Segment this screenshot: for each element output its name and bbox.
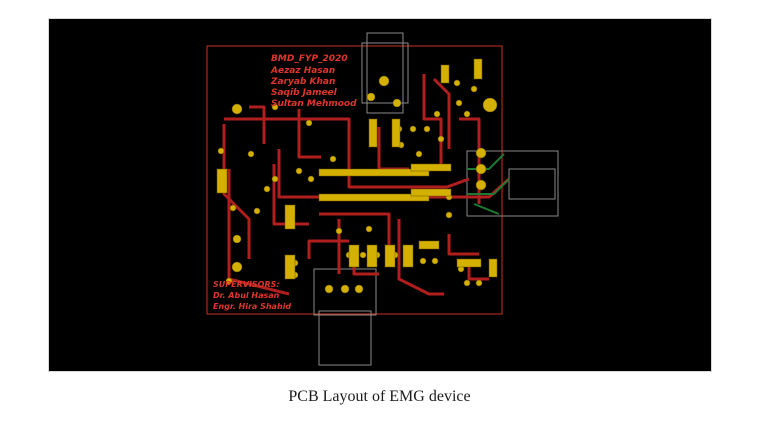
author-4: Sultan Mehmood xyxy=(271,99,357,109)
right-connector xyxy=(466,150,559,217)
figure-frame: BMD_FYP_2020 Aezaz Hasan Zaryab Khan Saq… xyxy=(48,18,712,372)
top-connector xyxy=(361,32,409,114)
supervisor-1: Dr. Abul Hasan xyxy=(213,291,280,300)
figure-caption: PCB Layout of EMG device xyxy=(288,388,471,405)
silkscreen-text: BMD_FYP_2020 Aezaz Hasan Zaryab Khan Saq… xyxy=(213,54,357,311)
supervisors-heading: SUPERVISORS: xyxy=(213,280,280,289)
board-title: BMD_FYP_2020 xyxy=(271,54,348,64)
pad-rows xyxy=(216,58,498,280)
author-1: Aezaz Hasan xyxy=(270,66,335,76)
bottom-connector xyxy=(313,268,377,366)
author-2: Zaryab Khan xyxy=(270,77,335,87)
board-outline xyxy=(206,45,503,315)
author-3: Saqib Jameel xyxy=(271,88,338,98)
ground-traces xyxy=(467,153,510,215)
supervisor-2: Engr. Hira Shahid xyxy=(213,302,291,311)
pcb-layout-image: BMD_FYP_2020 Aezaz Hasan Zaryab Khan Saq… xyxy=(206,32,559,366)
